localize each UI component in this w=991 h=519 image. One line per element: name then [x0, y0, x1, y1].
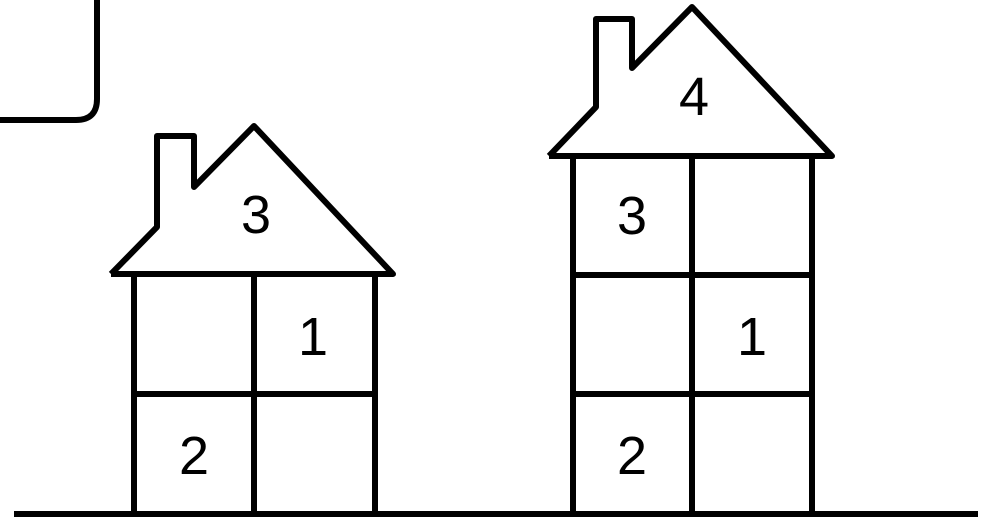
house-left: 3 1 2 [111, 126, 393, 514]
house-left-roof-number: 3 [241, 185, 271, 245]
house-right-room-1-1: 3 [617, 186, 647, 246]
house-left-room-1-2: 1 [298, 307, 328, 367]
house-right-roof-number: 4 [679, 67, 709, 127]
house-right-room-2-2: 1 [737, 307, 767, 367]
house-left-room-2-1: 2 [179, 426, 209, 486]
corner-frame [0, 0, 97, 120]
house-right: 4 3 1 2 [549, 7, 832, 514]
house-right-room-3-1: 2 [617, 426, 647, 486]
